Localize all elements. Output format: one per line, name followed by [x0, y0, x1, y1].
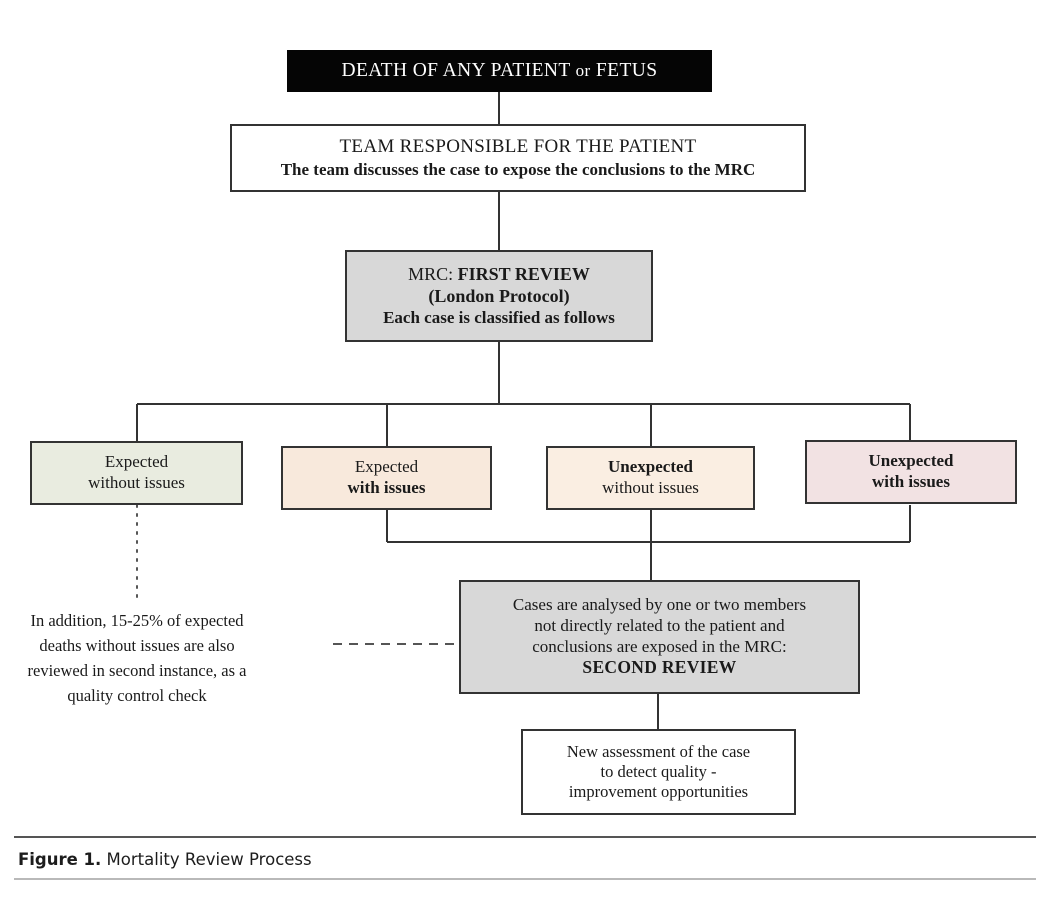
second-review-line-1: Cases are analysed by one or two members	[512, 595, 807, 615]
category-line-1: Expected	[354, 457, 419, 477]
category-line-2: with issues	[347, 478, 426, 497]
node-team-title: TEAM RESPONSIBLE FOR THE PATIENT	[339, 136, 697, 158]
node-death-of-any-patient: DEATH OF ANY PATIENT or FETUS	[287, 50, 712, 92]
node-new-assessment: New assessment of the case to detect qua…	[521, 729, 796, 815]
quality-note-line-2: deaths without issues are also	[39, 636, 235, 656]
caption-rule-top	[14, 836, 1036, 838]
node-mrc-classification-note: Each case is classified as follows	[383, 307, 615, 327]
quality-note-line-4: quality control check	[67, 686, 207, 706]
quality-note-line-3: reviewed in second instance, as a	[27, 661, 247, 681]
node-unexpected-without-issues: Unexpected without issues	[546, 446, 755, 510]
figure-caption-text: Mortality Review Process	[101, 850, 312, 869]
node-team-responsible: TEAM RESPONSIBLE FOR THE PATIENT The tea…	[230, 124, 806, 192]
node-mrc-first-review: MRC: FIRST REVIEW (London Protocol) Each…	[345, 250, 653, 342]
node-team-description: The team discusses the case to expose th…	[280, 160, 756, 180]
second-review-line-3: conclusions are exposed in the MRC:	[532, 636, 787, 656]
node-death-label: DEATH OF ANY PATIENT or FETUS	[341, 60, 658, 82]
second-review-title: SECOND REVIEW	[582, 657, 737, 678]
note-quality-control: In addition, 15-25% of expected deaths w…	[22, 608, 252, 708]
node-mrc-protocol: (London Protocol)	[428, 285, 570, 306]
category-line-2: with issues	[872, 472, 950, 491]
caption-rule-bottom	[14, 878, 1036, 880]
category-line-2: without issues	[88, 473, 185, 492]
category-line-1: Unexpected	[608, 457, 693, 477]
assessment-line-2: to detect quality -	[600, 761, 717, 781]
node-second-review: Cases are analysed by one or two members…	[459, 580, 860, 694]
category-line-2: without issues	[602, 478, 699, 497]
figure-caption-label: Figure 1.	[18, 850, 102, 869]
category-line-1: Unexpected	[868, 451, 954, 471]
assessment-line-1: New assessment of the case	[566, 741, 751, 761]
assessment-line-3: improvement opportunities	[568, 782, 749, 802]
node-unexpected-with-issues: Unexpected with issues	[805, 440, 1017, 504]
node-expected-without-issues: Expected without issues	[30, 441, 243, 505]
node-mrc-title: MRC: FIRST REVIEW	[408, 263, 590, 284]
node-expected-with-issues: Expected with issues	[281, 446, 492, 510]
quality-note-line-1: In addition, 15-25% of expected	[30, 611, 244, 630]
category-line-1: Expected	[104, 452, 169, 472]
figure-caption: Figure 1. Mortality Review Process	[18, 850, 312, 869]
second-review-line-2: not directly related to the patient and	[534, 615, 785, 635]
